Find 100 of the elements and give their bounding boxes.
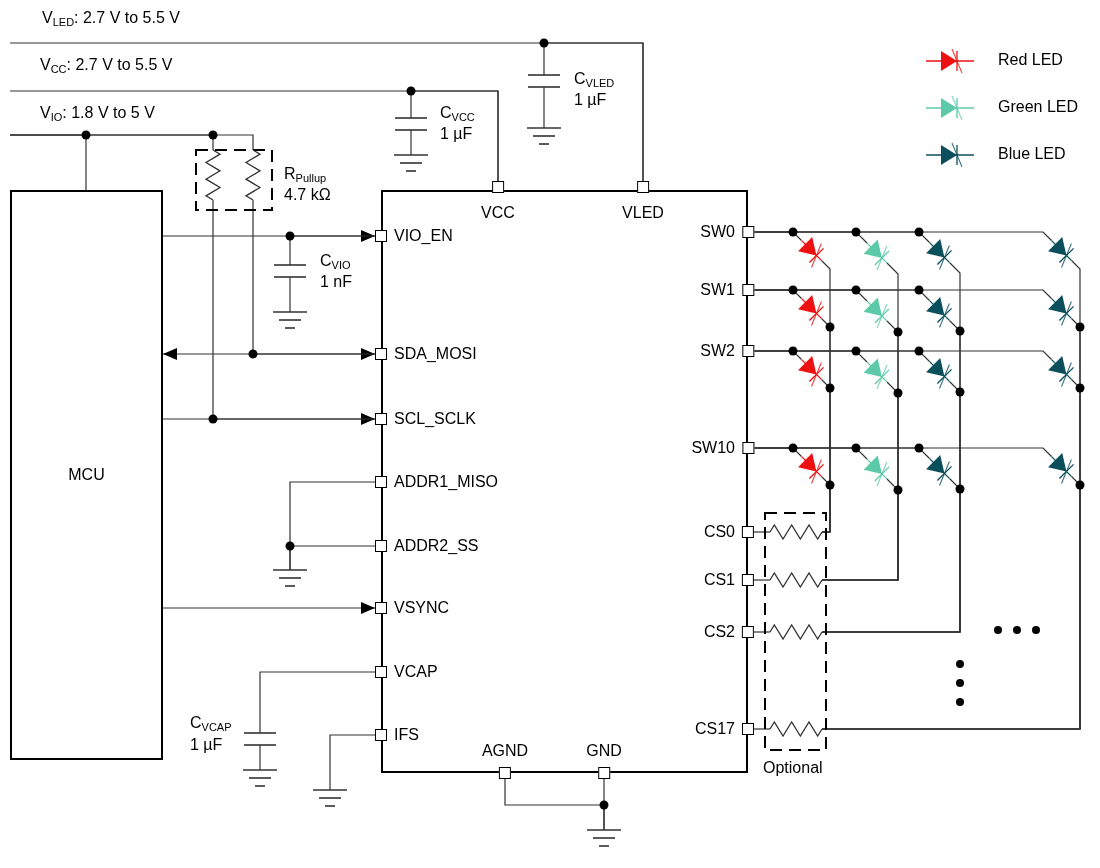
pin-label: GND: [586, 742, 622, 760]
wire: [753, 531, 771, 533]
wire: [753, 728, 771, 730]
wire: [289, 276, 291, 313]
wire: [252, 199, 376, 355]
led-symbol: [1048, 356, 1075, 388]
pin-label: CS17: [694, 720, 735, 738]
wire: [753, 231, 1053, 242]
capacitor-symbol: [527, 74, 561, 88]
rail-label: V$_{IO}$: 1.8 V to 5 V: [40, 104, 155, 122]
capacitor-symbol: [273, 264, 307, 278]
pin-label: SW2: [700, 342, 735, 360]
pin-label: SW10: [691, 439, 735, 457]
capacitor-symbol: [243, 732, 277, 746]
rail-label: V$_{CC}$: 2.7 V to 5.5 V: [40, 56, 173, 74]
led-symbol: [863, 239, 890, 271]
resistor-symbol: [769, 720, 823, 738]
rail-label: V$_{LED}$: 2.7 V to 5.5 V: [42, 9, 180, 27]
led-symbol: [926, 358, 953, 390]
pin-label: VCC: [481, 204, 515, 222]
wire: [753, 631, 771, 633]
wire: [9, 134, 254, 151]
led-symbol: [798, 453, 825, 485]
resistor-symbol: [769, 623, 823, 641]
ground-symbol: [312, 789, 348, 807]
resistor-symbol: [244, 149, 262, 201]
component-label: C$_{VCAP}$: [190, 714, 232, 732]
component-label: C$_{VCC}$: [440, 104, 475, 122]
legend-label: Blue LED: [998, 145, 1066, 163]
processor-block: MCU: [10, 190, 163, 760]
wire: [753, 579, 771, 581]
pin-label: VIO_EN: [394, 227, 453, 245]
legend-label: Green LED: [998, 98, 1079, 116]
value-label: 1 nF: [320, 273, 352, 291]
value-label: 1 µF: [574, 91, 607, 109]
wire: [259, 744, 261, 771]
pin-label: CS1: [703, 571, 735, 589]
wire: [753, 289, 1053, 300]
led-symbol: [1048, 237, 1075, 269]
pin-label: IFS: [394, 726, 419, 744]
value-label: 1 µF: [190, 736, 223, 754]
ground-symbol: [526, 127, 562, 145]
wire: [329, 734, 376, 791]
led-symbol: [1048, 453, 1075, 485]
led-symbol: [798, 237, 825, 269]
pin-label: VSYNC: [394, 599, 450, 617]
wire: [259, 671, 376, 734]
pin-label: SCL_SCLK: [394, 410, 476, 428]
resistor-symbol: [769, 571, 823, 589]
led-symbol: [926, 297, 953, 329]
wire: [289, 545, 376, 571]
value-label: 1 µF: [440, 125, 473, 143]
led-symbol: [863, 297, 890, 329]
wire: [821, 478, 899, 581]
dashed-outline: [195, 149, 273, 211]
ground-symbol: [586, 829, 622, 847]
wire: [410, 129, 412, 156]
wire: [753, 447, 1053, 458]
led-symbol: [926, 239, 953, 271]
signal-arrow: [162, 602, 376, 614]
pin-label: SW0: [700, 223, 735, 241]
led-symbol: [863, 455, 890, 487]
pin-label: CS2: [703, 623, 735, 641]
component-label: C$_{VLED}$: [574, 70, 615, 88]
pin-label: ADDR1_MISO: [394, 473, 499, 491]
value-label: 4.7 kΩ: [284, 186, 331, 204]
led-symbol: [926, 455, 953, 487]
ground-symbol: [393, 154, 429, 172]
wire: [821, 477, 961, 633]
resistor-symbol: [769, 523, 823, 541]
dashed-outline: [764, 512, 827, 751]
legend-label: Red LED: [998, 51, 1063, 69]
group-label: Optional: [763, 759, 823, 777]
pin-label: SW1: [700, 281, 735, 299]
wire: [543, 86, 545, 129]
wire: [820, 475, 831, 533]
led-symbol: [798, 356, 825, 388]
wire: [821, 475, 1081, 730]
pin-label: AGND: [481, 742, 529, 760]
ground-symbol: [242, 769, 278, 787]
wire: [543, 42, 644, 182]
pin-label: VLED: [622, 204, 664, 222]
wire: [603, 778, 605, 831]
ground-symbol: [272, 311, 308, 329]
capacitor-symbol: [394, 117, 428, 131]
component-label: R$_{Pullup}$: [284, 165, 327, 183]
led-symbol: [863, 358, 890, 390]
ground-symbol: [272, 569, 308, 587]
pin-label: SDA_MOSI: [394, 345, 477, 363]
wire: [212, 199, 376, 420]
led-symbol: [1048, 295, 1075, 327]
pin-label: CS0: [703, 523, 735, 541]
wire: [289, 235, 376, 266]
led-symbol: [798, 295, 825, 327]
wire: [753, 350, 1053, 361]
component-label: C$_{VIO}$: [320, 252, 351, 270]
wire: [410, 90, 499, 182]
pin-label: ADDR2_SS: [394, 537, 479, 555]
resistor-symbol: [204, 149, 222, 201]
pin-label: VCAP: [394, 663, 438, 681]
